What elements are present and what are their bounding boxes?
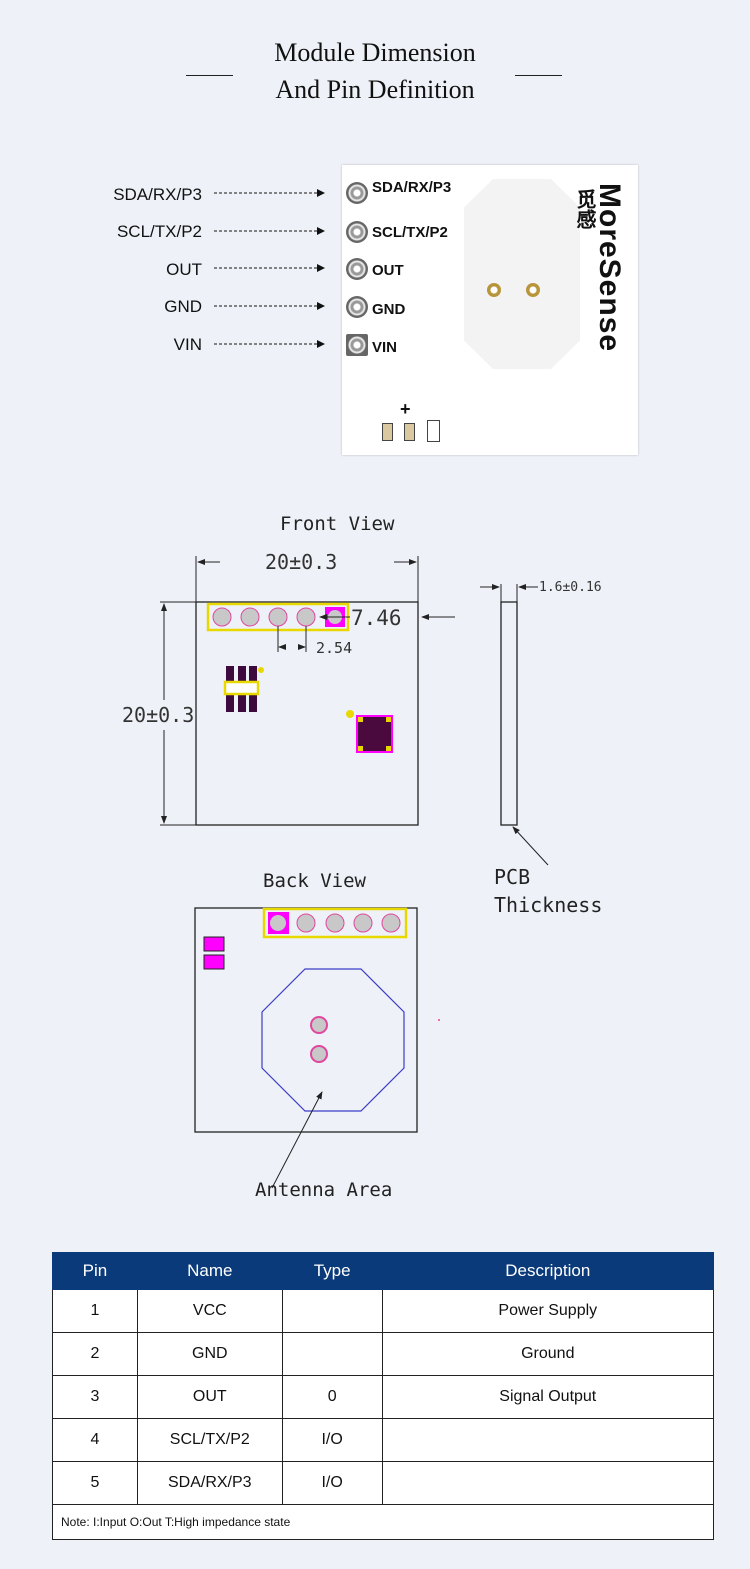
cell-desc: Ground [381,1332,715,1376]
pitch-dimension: 2.54 [316,639,353,657]
col-header-description: Description [381,1252,715,1290]
pin-definition-table: Pin Name Type Description 1 VCC Power Su… [52,1252,715,1540]
table-row: 5 SDA/RX/P3 I/O [52,1461,715,1505]
cell-name: GND [136,1332,283,1376]
table-row: 4 SCL/TX/P2 I/O [52,1418,715,1462]
pin-arrows [214,189,325,348]
col-header-name: Name [136,1252,283,1290]
table-row: 3 OUT 0 Signal Output [52,1375,715,1419]
brand-logo: MoreSense [593,183,626,353]
back-pin-2 [296,913,316,933]
cell-name: SCL/TX/P2 [136,1418,283,1462]
board-pin-gnd [346,296,368,318]
back-pin-3 [325,913,345,933]
cell-desc [381,1461,715,1505]
board-pin-vin [346,334,368,356]
front-view-title: Front View [280,513,395,535]
cell-name: SDA/RX/P3 [136,1461,283,1505]
col-header-type: Type [281,1252,383,1290]
front-pin-2 [240,607,260,627]
cell-pin: 1 [52,1289,138,1333]
cell-name: OUT [136,1375,283,1419]
cell-desc [381,1418,715,1462]
back-pin-5 [381,913,401,933]
antenna-area-outline [261,968,405,1112]
board-label-sda: SDA/RX/P3 [372,179,452,196]
brand-logo-cn: 觅感 [573,189,595,229]
title-rule-left [186,75,233,76]
title-line-1: Module Dimension [274,38,476,67]
back-view-title: Back View [263,870,366,892]
cell-type: I/O [281,1461,383,1505]
board-label-out: OUT [372,262,404,279]
pcb-label: PCB [494,865,531,889]
table-note: Note: I:Input O:Out T:High impedance sta… [52,1504,714,1540]
board-pin-out [346,258,368,280]
back-pin-header-outline [262,907,408,939]
smd-pad-1 [382,423,393,441]
back-pin-4 [353,913,373,933]
table-note-row: Note: I:Input O:Out T:High impedance sta… [52,1504,714,1540]
thickness-label: Thickness [494,893,603,917]
cell-type: I/O [281,1418,383,1462]
title-rule-right [515,75,562,76]
table-row: 1 VCC Power Supply [52,1289,715,1333]
ext-label-gnd: GND [164,297,202,316]
table-row: 2 GND Ground [52,1332,715,1376]
front-pin-4 [296,607,316,627]
antenna-octagon [464,179,580,369]
cell-pin: 2 [52,1332,138,1376]
cell-desc: Signal Output [381,1375,715,1419]
width-dimension: 20±0.3 [265,550,338,574]
cell-type [281,1289,383,1333]
back-board-outline [194,907,418,1133]
back-pad-a [203,936,225,952]
cell-name: VCC [136,1289,283,1333]
board-pin-sda [346,182,368,204]
board-label-scl: SCL/TX/P2 [372,224,448,241]
front-comp-left-outline [223,680,260,696]
cell-desc: Power Supply [381,1289,715,1333]
ext-label-out: OUT [166,260,202,279]
col-header-pin: Pin [52,1252,138,1290]
plus-marking: + [400,399,411,419]
ext-label-scl: SCL/TX/P2 [116,222,202,241]
ext-label-sda: SDA/RX/P3 [113,185,202,204]
smd-pad-3 [427,420,440,442]
module-photo: SDA/RX/P3 SCL/TX/P2 OUT GND VIN MoreSens… [342,165,638,455]
cell-pin: 5 [52,1461,138,1505]
side-view-outline [500,601,518,826]
cell-pin: 4 [52,1418,138,1462]
back-pad-b [203,954,225,970]
front-board-outline [195,601,419,826]
board-pin-scl [346,221,368,243]
front-pin-3 [268,607,288,627]
height-dimension: 20±0.3 [122,703,195,727]
antenna-hole-b [310,1045,328,1063]
table-header-row: Pin Name Type Description [52,1252,715,1290]
front-pin-1 [212,607,232,627]
antenna-hole-1 [487,283,501,297]
technical-drawing [160,556,549,1189]
cell-type [281,1332,383,1376]
title-line-2: And Pin Definition [275,75,475,104]
board-label-vin: VIN [372,339,398,356]
antenna-hole-a [310,1016,328,1034]
board-label-gnd: GND [372,301,406,318]
smd-pad-2 [404,423,415,441]
thickness-dimension: 1.6±0.16 [539,580,602,595]
cell-type: 0 [281,1375,383,1419]
antenna-area-label: Antenna Area [255,1179,393,1201]
antenna-hole-2 [526,283,540,297]
pin-offset-dimension: 7.46 [351,606,402,630]
ext-label-vin: VIN [173,335,202,354]
cell-pin: 3 [52,1375,138,1419]
back-pin-1 [270,915,286,931]
